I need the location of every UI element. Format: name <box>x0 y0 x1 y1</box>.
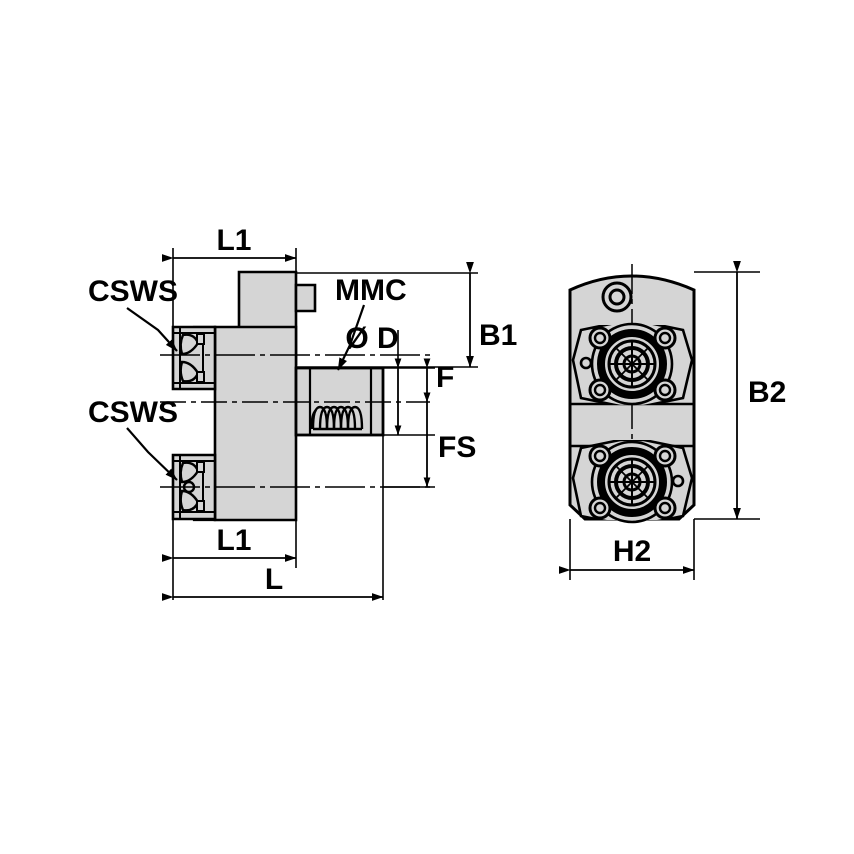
thread-profile <box>310 405 364 431</box>
upper-hub-spline-teeth <box>609 341 655 387</box>
dimension-b2: B2 <box>733 261 786 520</box>
dimension-fs: FS <box>423 392 476 487</box>
dim-label-l: L <box>265 563 283 596</box>
lower-seat-notch-top <box>196 461 205 473</box>
dimension-b1: B1 <box>466 262 517 368</box>
lower-drive-hub <box>571 440 694 524</box>
upper-hub-bolt-holes <box>588 326 677 402</box>
lower-seat-notch-bottom <box>196 500 205 512</box>
thread-root-left <box>310 409 317 430</box>
callout-csws-top: CSWS <box>88 275 178 352</box>
thread-4 <box>332 405 350 430</box>
upper-spline-tooth-4 <box>615 347 649 381</box>
lower-bolt-hole-4-inner <box>658 501 672 515</box>
lower-hub-spline-teeth <box>609 459 655 505</box>
thread-5 <box>339 405 357 430</box>
dimension-diameter-d: Ø D <box>345 322 402 435</box>
dimension-l1-top: L1 <box>162 224 297 262</box>
dimension-h2: H2 <box>559 535 695 574</box>
upper-hub-small-hole <box>579 356 593 370</box>
dimension-l: L <box>162 563 384 601</box>
dim-label-diameter-d: Ø D <box>345 322 398 355</box>
lower-seat-pocket-bottom <box>179 489 200 512</box>
callout-label-csws-bottom: CSWS <box>88 396 178 429</box>
dim-label-b2: B2 <box>748 376 786 409</box>
upper-bolt-hole-3-inner <box>593 383 607 397</box>
front-end-view: B2 H2 <box>559 261 786 580</box>
upper-seat-pocket-top <box>179 333 200 356</box>
upper-bolt-hole-4-inner <box>658 383 672 397</box>
thread-1 <box>311 405 329 430</box>
callout-csws-bottom: CSWS <box>88 396 178 481</box>
lower-bolt-hole-3-inner <box>593 501 607 515</box>
csws-bottom-leader <box>126 427 178 481</box>
upper-seat-pocket-bottom <box>179 360 200 383</box>
callout-mmc: MMC <box>335 274 407 371</box>
thread-2 <box>318 405 336 430</box>
csws-top-leader <box>126 307 178 352</box>
upper-seat-notch-top <box>196 333 205 345</box>
dim-label-fs: FS <box>438 431 476 464</box>
upper-clamp-screw-seat <box>171 325 217 391</box>
callout-label-csws-top: CSWS <box>88 275 178 308</box>
dim-label-l1-top: L1 <box>216 224 251 257</box>
locator-pin-inner <box>608 288 626 306</box>
dim-label-f: F <box>436 361 454 394</box>
callout-label-mmc: MMC <box>335 274 407 307</box>
lower-bolt-hole-1-inner <box>593 449 607 463</box>
upper-bolt-hole-2-inner <box>658 331 672 345</box>
dim-label-h2: H2 <box>613 535 651 568</box>
mmc-leader <box>337 304 366 371</box>
side-section-view: L1 L1 L B1 F FS Ø D <box>88 224 517 601</box>
lower-hub-small-hole <box>671 474 685 488</box>
dimension-l1-bottom: L1 <box>162 524 297 562</box>
thread-3 <box>325 405 343 430</box>
main-body <box>213 325 298 522</box>
lower-spline-tooth-4 <box>615 465 649 499</box>
thread-6 <box>346 405 364 430</box>
upper-drive-hub <box>571 322 694 406</box>
dim-label-b1: B1 <box>479 319 517 352</box>
top-lug <box>294 283 317 313</box>
lower-bolt-hole-2-inner <box>658 449 672 463</box>
upper-seat-notch-bottom <box>196 371 205 383</box>
lower-seat-pocket-top <box>179 461 200 484</box>
locator-pin <box>601 281 633 313</box>
upper-bolt-hole-1-inner <box>593 331 607 345</box>
lower-hub-bolt-holes <box>588 444 677 520</box>
dim-label-l1-bottom: L1 <box>216 524 251 557</box>
extension-lines <box>172 248 478 600</box>
